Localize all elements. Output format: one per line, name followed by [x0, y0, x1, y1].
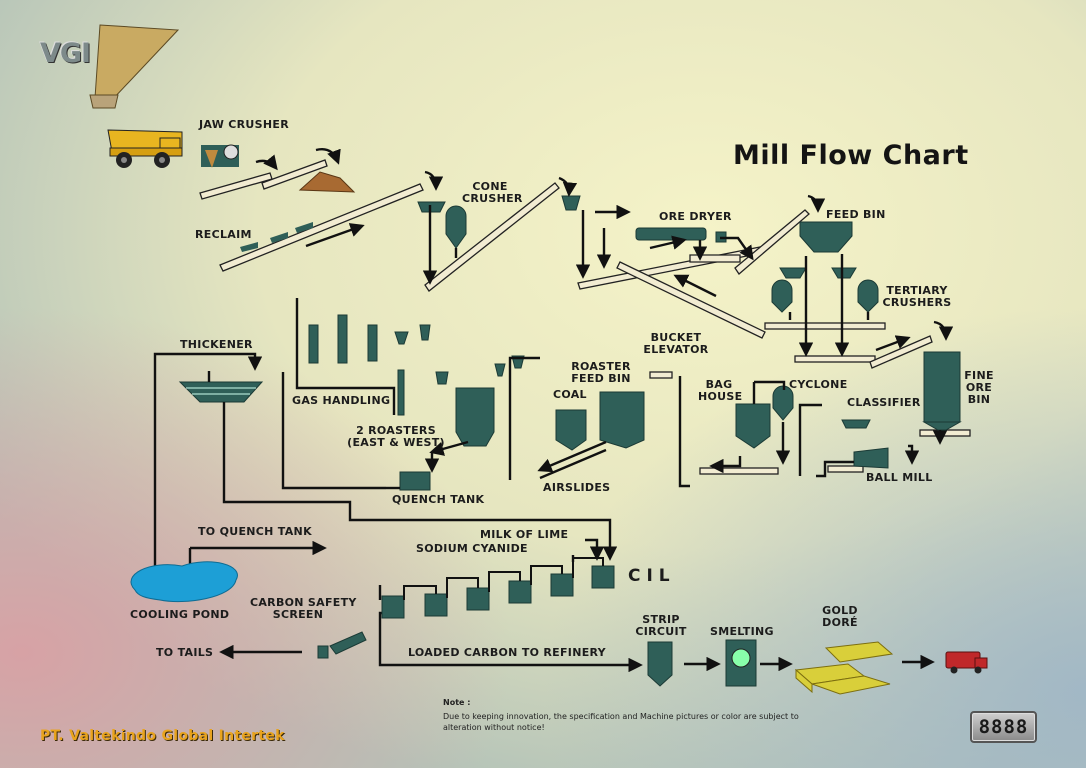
label-roasters: 2 ROASTERS(EAST & WEST) — [347, 424, 445, 449]
label-ore-dryer: ORE DRYER — [659, 210, 732, 223]
label-reclaim: RECLAIM — [195, 228, 252, 241]
label-classifier: CLASSIFIER — [847, 396, 921, 409]
label-milk-of-lime: MILK OF LIME — [480, 528, 569, 541]
label-to-tails: TO TAILS — [156, 646, 214, 659]
label-cil: CIL — [628, 566, 676, 586]
label-ball-mill: BALL MILL — [866, 471, 933, 484]
badge: 8888 — [970, 711, 1037, 743]
flow-direction-arrows — [255, 148, 954, 480]
dump-truck-icon — [107, 129, 183, 168]
note-text: Due to keeping innovation, the specifica… — [443, 712, 799, 732]
label-cooling-pond: COOLING POND — [130, 608, 230, 621]
delivery-van-icon — [945, 651, 988, 674]
label-feed-bin: FEED BIN — [826, 208, 886, 221]
company-name: PT. Valtekindo Global Intertek — [40, 728, 285, 744]
cooling-pond-icon — [130, 561, 238, 603]
page-title: Mill Flow Chart — [733, 140, 969, 171]
label-jaw-crusher: JAW CRUSHER — [199, 118, 289, 131]
vgi-logo-text: VGI — [40, 38, 91, 69]
label-loaded-carbon: LOADED CARBON TO REFINERY — [408, 646, 606, 659]
carbon-screen-icon — [317, 631, 367, 659]
badge-text: 8888 — [978, 716, 1029, 738]
label-to-quench-tank: TO QUENCH TANK — [198, 525, 312, 538]
cil-tanks — [381, 565, 615, 619]
label-smelting: SMELTING — [710, 625, 774, 638]
reclaim-feeders — [240, 222, 313, 252]
thickener-icon — [178, 381, 264, 403]
label-gas-handling: GAS HANDLING — [292, 394, 391, 407]
process-lines — [153, 204, 948, 673]
jaw-crusher-icon — [201, 144, 356, 193]
label-quench-tank: QUENCH TANK — [392, 493, 485, 506]
gold-dore-icon — [794, 641, 894, 695]
label-airslides: AIRSLIDES — [543, 481, 611, 494]
label-sodium-cyanide: SODIUM CYANIDE — [416, 542, 528, 555]
vgi-logo — [89, 24, 180, 109]
cil-connectors — [403, 557, 604, 600]
label-coal: COAL — [553, 388, 587, 401]
note-title: Note : — [443, 698, 471, 707]
label-cyclone: CYCLONE — [789, 378, 848, 391]
refinery-equipment — [647, 639, 757, 687]
label-thickener: THICKENER — [180, 338, 253, 351]
